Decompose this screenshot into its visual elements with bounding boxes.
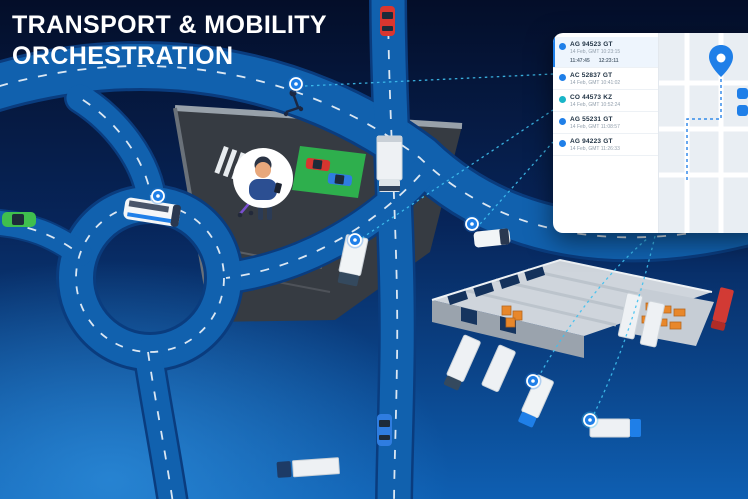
arrival-time: 12:23:11 [598,58,619,64]
tracking-connection-line [361,109,554,239]
red-mini-car [305,157,331,172]
tracking-pins [149,75,599,429]
shipment-time: 14 Feb, GMT 10:52:24 [570,102,621,108]
tracking-pin-icon [581,411,599,429]
highway-truck [376,135,403,192]
dashboard-map[interactable] [659,33,748,233]
vehicle-status-icon [559,118,566,125]
green-car [2,212,36,227]
shipment-list: AG 94523 GT 14 Feb, GMT 10:23:15 11:47:4… [553,33,659,233]
shipment-time: 14 Feb, GMT 11:26:33 [570,146,620,152]
vehicle-status-icon [559,43,566,50]
white-trailer-2 [639,300,665,348]
vehicle-status-icon [559,96,566,103]
tracking-connection-lines [304,73,656,415]
city-bus [123,197,181,227]
location-pin-icon [709,45,733,77]
vehicle-status-icon [559,74,566,81]
vehicle-status-icon [559,140,566,147]
scooter-rider [283,89,304,117]
bottom-truck [276,457,340,478]
shipment-id: AG 94223 GT [570,138,613,145]
red-car-top [380,6,395,36]
page-title: TRANSPORT & MOBILITY ORCHESTRATION [12,10,327,71]
map-streets [659,33,748,233]
shipment-id: AC 52837 GT [570,72,613,79]
tracking-pin-icon [287,75,305,93]
shipment-row[interactable]: CO 44573 KZ 14 Feb, GMT 10:52:24 [553,90,658,112]
shipment-time: 14 Feb, GMT 11:08:57 [570,124,620,130]
title-line2: ORCHESTRATION [12,41,234,70]
semi-truck-1 [443,334,481,391]
tracking-pin-icon [524,372,542,390]
roundabout-west-link [0,210,92,266]
shipment-leg-times: 11:47:45 12:23:11 [570,58,620,64]
pallet-stack [501,305,523,328]
white-trailer-1 [617,292,643,340]
tracking-pin-icon [463,215,481,233]
tracking-connection-line [593,235,656,415]
title-line1: TRANSPORT & MOBILITY [12,11,327,39]
tracking-pin-icon [149,187,167,205]
cargo-van [473,228,511,248]
pedestrian-avatar [233,148,293,220]
map-canvas [659,33,748,233]
bike-lane [292,146,366,198]
shipment-id: AG 94523 GT [570,41,613,48]
semi-truck-2 [481,344,516,392]
red-truck [710,287,734,331]
shipment-id: CO 44573 KZ [570,94,613,101]
tracking-connection-line [479,141,554,225]
route-path [686,67,722,183]
fleet-dashboard-panel: AG 94523 GT 14 Feb, GMT 10:23:15 11:47:4… [553,33,748,233]
blue-car [377,414,392,446]
delivery-truck-bottom-right [589,418,641,438]
blue-mini-car [327,172,353,187]
shipment-id: AG 55231 GT [570,116,613,123]
map-zoom-in-button[interactable] [737,88,748,99]
shipment-row[interactable]: AG 94223 GT 14 Feb, GMT 11:26:33 [553,134,658,156]
shipment-time: 14 Feb, GMT 10:41:02 [570,80,621,86]
departure-time: 11:47:45 [570,58,590,64]
tracking-pin-icon [346,231,364,249]
shipment-row[interactable]: AG 55231 GT 14 Feb, GMT 11:08:57 [553,112,658,134]
shipment-row[interactable]: AC 52837 GT 14 Feb, GMT 10:41:02 [553,68,658,90]
shipment-row[interactable]: AG 94523 GT 14 Feb, GMT 10:23:15 11:47:4… [553,37,658,68]
map-zoom-out-button[interactable] [737,105,748,116]
blue-cab-truck [518,374,554,428]
shipment-time: 14 Feb, GMT 10:23:15 [570,49,621,55]
